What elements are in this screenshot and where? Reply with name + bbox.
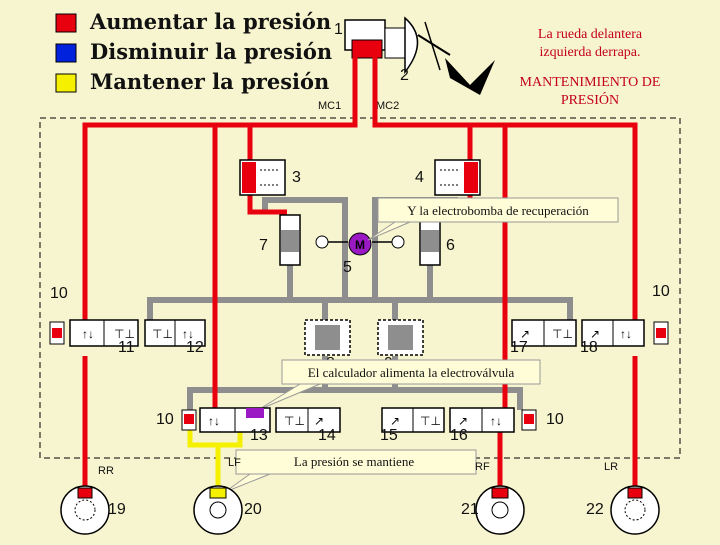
label-12: 12: [186, 339, 204, 356]
valve-block-17: ↗ ⊤⊥: [511, 319, 577, 347]
label-mc1: MC1: [318, 100, 341, 112]
brake-pedal-icon: [445, 58, 495, 95]
svg-text:↑↓: ↑↓: [490, 414, 502, 428]
svg-text:↑↓: ↑↓: [208, 414, 220, 428]
valve-block-16: ↗ ↑↓: [449, 407, 515, 433]
svg-text:↗: ↗: [458, 414, 468, 428]
disc-brake-21: [475, 485, 525, 535]
callout-hold-box: [235, 449, 477, 475]
valve-block-15: ↗ ⊤⊥: [381, 407, 445, 433]
label-10-left-bottom: 10: [156, 411, 174, 428]
svg-text:↗: ↗: [314, 414, 324, 428]
label-10-left-top: 10: [50, 285, 68, 302]
label-20: 20: [244, 501, 262, 518]
check-valve-left-top: [49, 321, 65, 345]
valve-block-12: ⊤⊥ ↑↓: [144, 319, 206, 347]
legend-swatch-hold: [55, 73, 77, 93]
label-4: 4: [415, 169, 424, 186]
label-19: 19: [108, 501, 126, 518]
damper-3: [239, 159, 286, 196]
valve-block-11: ↑↓ ⊤⊥: [69, 319, 139, 347]
legend-label-increase: Aumentar la presión: [89, 9, 331, 34]
check-valve-right-top: [653, 321, 669, 345]
svg-text:⊤⊥: ⊤⊥: [420, 414, 441, 428]
label-22: 22: [586, 501, 604, 518]
svg-text:↗: ↗: [520, 327, 530, 341]
svg-text:↑↓: ↑↓: [82, 327, 94, 341]
label-rr: RR: [98, 465, 114, 477]
label-mc2: MC2: [376, 100, 399, 112]
callout-pump-text: Y la electrobomba de recuperación: [407, 203, 589, 218]
label-13: 13: [250, 427, 268, 444]
label-7: 7: [259, 237, 268, 254]
drum-brake-22: [610, 485, 660, 535]
hold-line: [187, 430, 243, 493]
label-15: 15: [380, 427, 398, 444]
svg-text:↑↓: ↑↓: [620, 327, 632, 341]
accumulator-9: [377, 319, 424, 356]
legend: Aumentar la presión Disminuir la presión…: [55, 9, 332, 94]
legend-label-hold: Mantener la presión: [90, 69, 329, 94]
note-line-2: izquierda derrapa.: [539, 45, 640, 60]
svg-text:⊤⊥: ⊤⊥: [284, 414, 305, 428]
callout-calc-box: [281, 359, 541, 385]
label-14: 14: [318, 427, 336, 444]
motor-label: M: [355, 238, 365, 252]
label-2: 2: [400, 67, 409, 84]
label-3: 3: [292, 169, 301, 186]
label-10-right-top: 10: [652, 283, 670, 300]
legend-swatch-decrease: [55, 43, 77, 63]
pump-motor: M: [348, 232, 372, 256]
label-lr: LR: [604, 461, 618, 473]
callout-pump-box: [377, 197, 619, 223]
valve-block-18: ↗ ↑↓: [581, 319, 645, 347]
accumulator-8: [304, 319, 351, 356]
svg-text:↗: ↗: [590, 327, 600, 341]
hydraulic-unit-outline: [39, 117, 681, 459]
svg-text:⊤⊥: ⊤⊥: [552, 327, 573, 341]
svg-text:↗: ↗: [390, 414, 400, 428]
svg-text:↑↓: ↑↓: [182, 327, 194, 341]
label-17: 17: [510, 339, 528, 356]
label-5: 5: [343, 259, 352, 276]
check-valve-left-bottom: [181, 409, 197, 431]
legend-swatch-increase: [55, 13, 77, 33]
svg-text:⊤⊥: ⊤⊥: [114, 327, 135, 341]
label-18: 18: [580, 339, 598, 356]
master-cylinder: [344, 16, 451, 75]
callout-hold-text: La presión se mantiene: [294, 454, 414, 469]
disc-brake-20: [193, 485, 243, 535]
mode-line-1: MANTENIMIENTO DE: [520, 75, 661, 90]
valve-block-14: ⊤⊥ ↗: [275, 407, 341, 433]
legend-label-decrease: Disminuir la presión: [90, 39, 332, 64]
svg-text:⊤⊥: ⊤⊥: [152, 327, 173, 341]
pump-6: [391, 214, 441, 266]
label-rf: RF: [475, 461, 490, 473]
label-21: 21: [461, 501, 479, 518]
label-lf: LF: [228, 457, 241, 469]
pump-7: [279, 214, 329, 266]
note-line-1: La rueda delantera: [538, 27, 643, 42]
label-11: 11: [118, 339, 135, 356]
mode-line-2: PRESIÓN: [561, 91, 619, 108]
callout-calc-text: El calculador alimenta la electroválvula: [308, 365, 515, 380]
label-6: 6: [446, 237, 455, 254]
label-10-right-bottom: 10: [546, 411, 564, 428]
damper-4: [434, 159, 481, 196]
check-valve-right-bottom: [521, 409, 537, 431]
valve-block-13: ↑↓: [199, 407, 271, 433]
label-1: 1: [334, 21, 343, 38]
label-16: 16: [450, 427, 468, 444]
drum-brake-19: [60, 485, 110, 535]
